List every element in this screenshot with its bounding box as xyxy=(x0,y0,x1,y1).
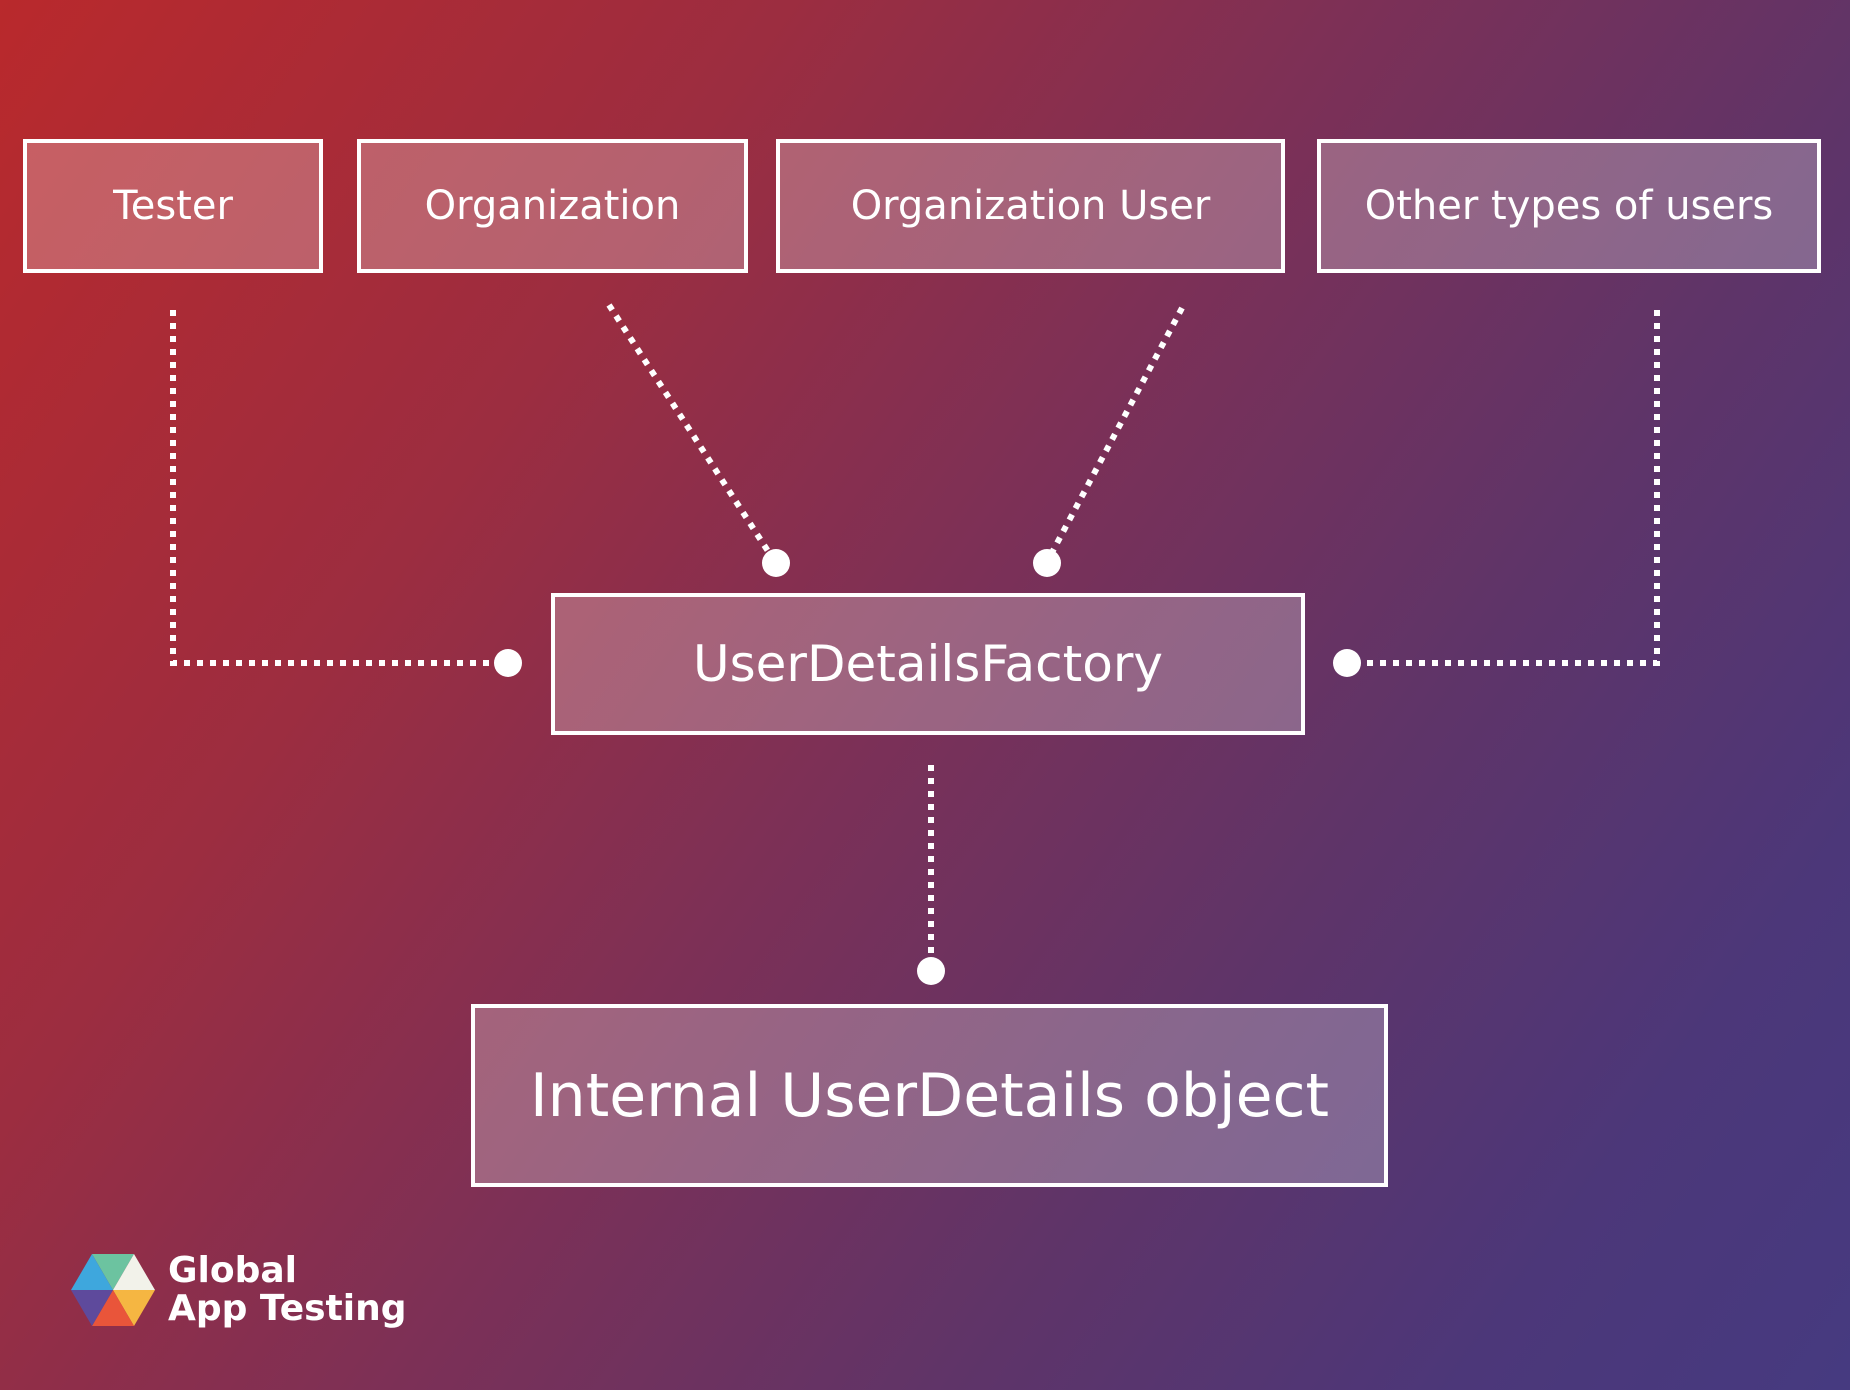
brand-logo: Global App Testing xyxy=(70,1250,407,1330)
node-internal-user-details-object: Internal UserDetails object xyxy=(471,1004,1388,1187)
edge-organization-to-factory xyxy=(606,303,778,564)
edge-tester-to-factory xyxy=(170,310,505,666)
edge-endpoint-output xyxy=(917,957,945,985)
node-tester: Tester xyxy=(23,139,323,273)
edge-organization-user-to-factory xyxy=(1044,306,1185,564)
brand-wordmark: Global App Testing xyxy=(168,1252,407,1328)
node-organization-user: Organization User xyxy=(776,139,1285,273)
edge-endpoint-other-users xyxy=(1333,649,1361,677)
brand-line-app-testing: App Testing xyxy=(168,1288,407,1329)
edge-endpoint-organization xyxy=(762,549,790,577)
edge-endpoint-tester xyxy=(494,649,522,677)
node-other-types-of-users: Other types of users xyxy=(1317,139,1821,273)
node-organization: Organization xyxy=(357,139,748,273)
node-user-details-factory: UserDetailsFactory xyxy=(551,593,1305,735)
edge-endpoint-organization-user xyxy=(1033,549,1061,577)
hexagon-cube-logo-icon xyxy=(71,1254,155,1326)
brand-line-global: Global xyxy=(168,1250,298,1291)
edge-other-users-to-factory xyxy=(1350,310,1660,666)
